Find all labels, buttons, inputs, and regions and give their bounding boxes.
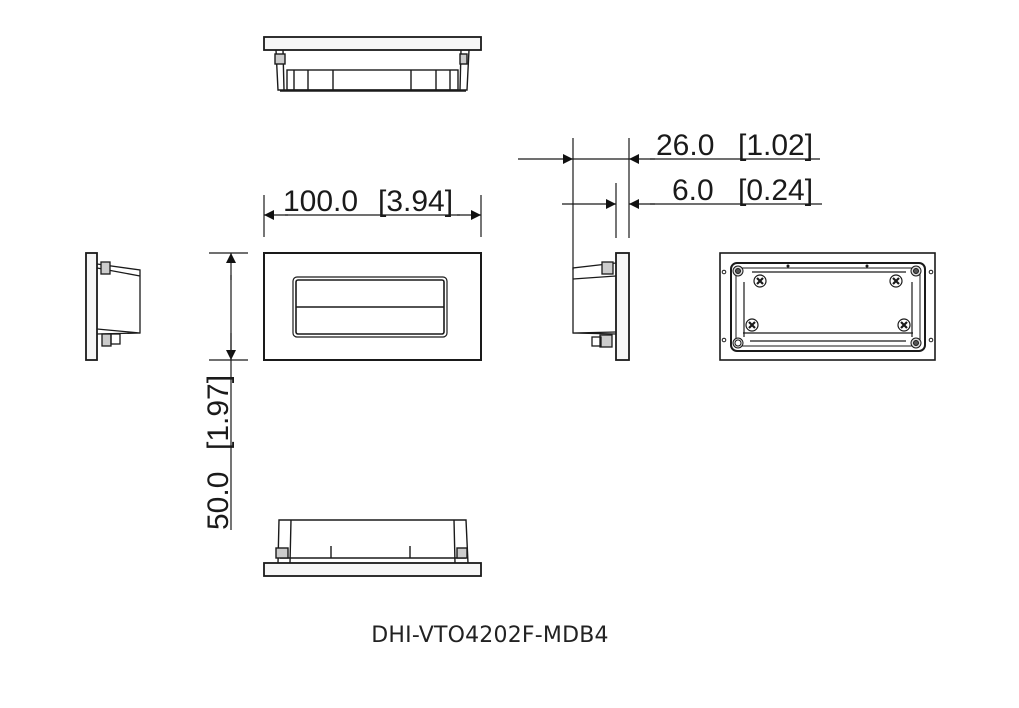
height-mm-label: 50.0 [202, 472, 235, 530]
model-caption: DHI-VTO4202F-MDB4 [371, 623, 609, 648]
top-view [263, 36, 482, 92]
width-dimension [263, 195, 482, 237]
depth-dimensions [518, 138, 822, 270]
depth-panel-mm-label: 6.0 [672, 174, 714, 207]
width-mm-label: 100.0 [283, 185, 358, 218]
left-side-view [85, 252, 141, 361]
depth-panel-inch-label: [0.24] [738, 174, 813, 207]
width-inch-label: [3.94] [378, 185, 453, 218]
phillips-screw-icons [745, 274, 911, 332]
depth-total-inch-label: [1.02] [738, 129, 813, 162]
corner-screw-icons [732, 265, 922, 349]
height-inch-label: [1.97] [202, 375, 235, 450]
front-view [263, 252, 482, 361]
height-dimension [209, 252, 248, 530]
right-side-view [572, 252, 630, 361]
rear-view [719, 252, 936, 361]
depth-total-mm-label: 26.0 [656, 129, 714, 162]
bottom-view [263, 519, 482, 577]
